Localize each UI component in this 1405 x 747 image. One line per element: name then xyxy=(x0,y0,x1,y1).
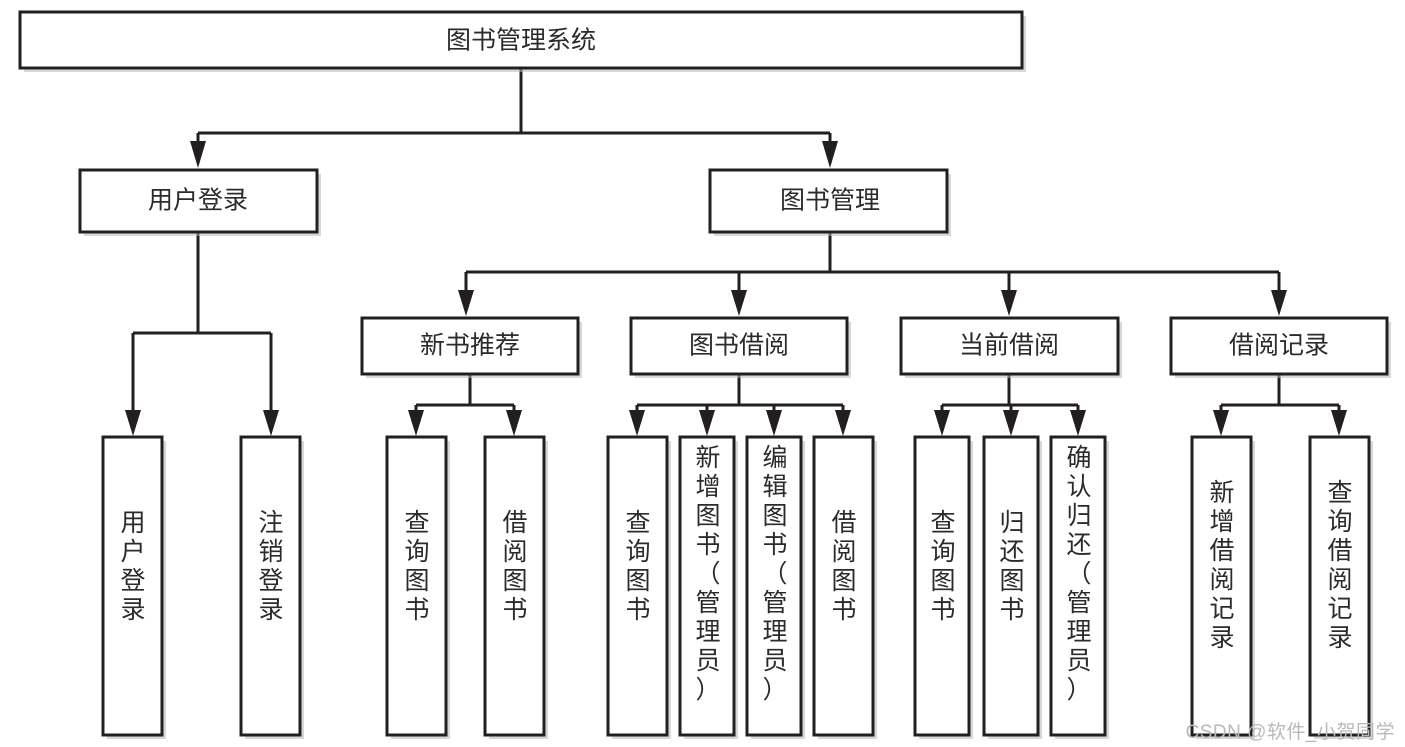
node-book-borrow-label: 图书借阅 xyxy=(689,332,789,360)
arrow-head-book-borrow-icon xyxy=(731,290,747,316)
node-layer: 图书管理系统 用户登录 图书管理 新书推荐 xyxy=(18,10,1391,739)
arrow-head-leaf-query-book-1-icon xyxy=(408,410,424,436)
node-leaf-add-record-box[interactable] xyxy=(1190,435,1253,737)
node-leaf-query-book-3-box[interactable] xyxy=(913,435,971,737)
node-leaf-add-record[interactable]: 新增借阅记录 xyxy=(1190,435,1255,739)
node-leaf-logout-box[interactable] xyxy=(239,435,302,737)
connector-current-borrow-to-leaves xyxy=(934,374,1086,436)
node-leaf-borrow-book-1[interactable]: 借阅图书 xyxy=(483,435,548,739)
node-leaf-edit-book-admin-label: 编辑图书（管理员） xyxy=(762,444,787,704)
node-leaf-user-login[interactable]: 用户登录 xyxy=(101,435,166,739)
node-leaf-query-book-3[interactable]: 查询图书 xyxy=(913,435,973,739)
node-leaf-add-book-admin-label: 新增图书（管理员） xyxy=(695,444,720,704)
node-user-login-label: 用户登录 xyxy=(148,187,248,215)
arrow-head-new-book-rec-icon xyxy=(458,290,474,316)
node-leaf-confirm-return-admin-label: 确认归还（管理员） xyxy=(1066,444,1091,704)
connector-book-borrow-to-leaves xyxy=(629,374,851,436)
node-leaf-query-book-2[interactable]: 查询图书 xyxy=(606,435,671,739)
node-leaf-query-record[interactable]: 查询借阅记录 xyxy=(1308,435,1373,739)
node-leaf-borrow-book-2-label: 借阅图书 xyxy=(831,509,856,624)
node-leaf-logout-label: 注销登录 xyxy=(258,509,283,624)
node-leaf-query-record-label: 查询借阅记录 xyxy=(1327,479,1352,652)
node-leaf-borrow-book-1-box[interactable] xyxy=(483,435,546,737)
node-leaf-return-book-label: 归还图书 xyxy=(999,509,1024,624)
arrow-head-leaf-edit-book-admin-icon xyxy=(766,410,782,436)
arrow-head-leaf-user-login-icon xyxy=(125,410,141,436)
arrow-head-borrow-record-icon xyxy=(1271,290,1287,316)
node-book-borrow[interactable]: 图书借阅 xyxy=(629,316,851,378)
arrow-head-leaf-borrow-book-1-icon xyxy=(506,410,522,436)
node-root-box[interactable] xyxy=(18,10,1024,70)
node-leaf-add-book-admin-box[interactable] xyxy=(678,435,736,737)
node-new-book-rec[interactable]: 新书推荐 xyxy=(360,316,582,378)
arrow-head-book-mgmt-icon xyxy=(822,141,838,168)
node-leaf-user-login-box[interactable] xyxy=(101,435,164,737)
connector-root-to-level2 xyxy=(190,68,838,168)
arrow-head-current-borrow-icon xyxy=(1001,290,1017,316)
watermark-text: CSDN @软件_小贺同学 xyxy=(1185,722,1395,743)
node-leaf-borrow-book-2[interactable]: 借阅图书 xyxy=(812,435,877,739)
connector-user-login-to-leaves xyxy=(125,232,279,436)
node-leaf-edit-book-admin[interactable]: 编辑图书（管理员） xyxy=(745,435,805,739)
arrow-head-leaf-query-book-2-icon xyxy=(629,410,645,436)
node-leaf-return-book-box[interactable] xyxy=(982,435,1040,737)
node-user-login-box[interactable] xyxy=(78,168,319,234)
node-new-book-rec-box[interactable] xyxy=(360,316,580,376)
connector-book-mgmt-to-level3 xyxy=(458,232,1287,316)
arrow-head-leaf-return-book-icon xyxy=(1003,410,1019,436)
node-leaf-query-book-2-box[interactable] xyxy=(606,435,669,737)
node-book-mgmt[interactable]: 图书管理 xyxy=(708,168,951,236)
node-current-borrow[interactable]: 当前借阅 xyxy=(899,316,1122,378)
node-book-borrow-box[interactable] xyxy=(629,316,849,376)
node-book-mgmt-box[interactable] xyxy=(708,168,949,234)
node-leaf-add-record-label: 新增借阅记录 xyxy=(1209,479,1234,652)
node-leaf-user-login-label: 用户登录 xyxy=(120,509,145,624)
node-leaf-query-book-2-label: 查询图书 xyxy=(625,509,650,624)
node-book-mgmt-label: 图书管理 xyxy=(780,187,880,215)
node-leaf-logout[interactable]: 注销登录 xyxy=(239,435,304,739)
node-user-login[interactable]: 用户登录 xyxy=(78,168,321,236)
node-new-book-rec-label: 新书推荐 xyxy=(420,332,520,360)
connector-new-book-rec-to-leaves xyxy=(408,374,522,436)
arrow-head-leaf-confirm-return-admin-icon xyxy=(1070,410,1086,436)
node-leaf-edit-book-admin-box[interactable] xyxy=(745,435,803,737)
node-leaf-query-book-1[interactable]: 查询图书 xyxy=(385,435,450,739)
node-leaf-return-book[interactable]: 归还图书 xyxy=(982,435,1042,739)
node-root[interactable]: 图书管理系统 xyxy=(18,10,1026,72)
arrow-head-leaf-borrow-book-2-icon xyxy=(835,410,851,436)
node-leaf-query-book-3-label: 查询图书 xyxy=(930,509,955,624)
node-leaf-borrow-book-1-label: 借阅图书 xyxy=(502,509,527,624)
arrow-head-leaf-logout-icon xyxy=(263,410,279,436)
node-leaf-confirm-return-admin-box[interactable] xyxy=(1049,435,1107,737)
node-current-borrow-label: 当前借阅 xyxy=(959,332,1059,360)
node-leaf-query-book-1-box[interactable] xyxy=(385,435,448,737)
node-leaf-query-book-1-label: 查询图书 xyxy=(404,509,429,624)
node-borrow-record[interactable]: 借阅记录 xyxy=(1169,316,1391,378)
node-leaf-confirm-return-admin[interactable]: 确认归还（管理员） xyxy=(1049,435,1109,739)
node-leaf-borrow-book-2-box[interactable] xyxy=(812,435,875,737)
arrow-head-leaf-query-book-3-icon xyxy=(934,410,950,436)
connector-layer xyxy=(125,68,1347,436)
node-root-label: 图书管理系统 xyxy=(446,27,596,55)
node-leaf-query-record-box[interactable] xyxy=(1308,435,1371,737)
arrow-head-user-login-icon xyxy=(190,141,206,168)
arrow-head-leaf-add-book-admin-icon xyxy=(699,410,715,436)
connector-borrow-record-to-leaves xyxy=(1213,374,1347,436)
arrow-head-leaf-add-record-icon xyxy=(1213,410,1229,436)
node-current-borrow-box[interactable] xyxy=(899,316,1120,376)
arrow-head-leaf-query-record-icon xyxy=(1331,410,1347,436)
node-leaf-add-book-admin[interactable]: 新增图书（管理员） xyxy=(678,435,738,739)
node-borrow-record-box[interactable] xyxy=(1169,316,1389,376)
node-borrow-record-label: 借阅记录 xyxy=(1229,332,1329,360)
